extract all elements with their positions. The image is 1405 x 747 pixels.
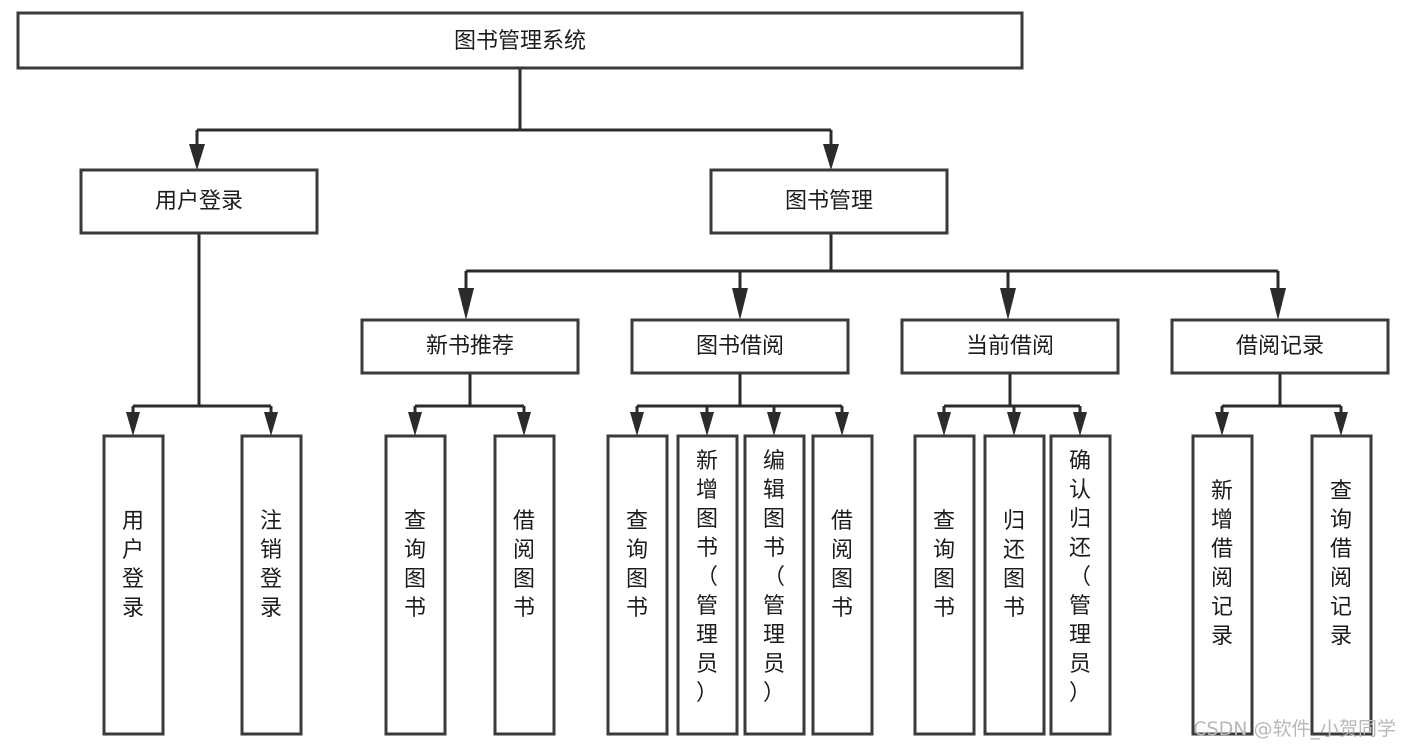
leaf-logout-login-label: 注销登录 (260, 509, 282, 621)
leaf-borrow-book-2-label: 借阅图书 (831, 509, 853, 621)
node-book-borrow-box[interactable] (630, 318, 850, 375)
leaf-return-book[interactable]: 归还图书 (983, 434, 1046, 736)
node-new-book-recommend-box[interactable] (360, 318, 580, 375)
node-borrow-record-label: 借阅记录 (1236, 334, 1324, 359)
leaf-confirm-return[interactable]: 确认归还（管理员） (1049, 434, 1112, 736)
node-current-borrow-label: 当前借阅 (966, 334, 1054, 359)
arrow-leaf-logout-login (264, 412, 278, 436)
arrow-leaf-borrow-book-2 (835, 412, 849, 436)
arrow-leaf-edit-book (767, 412, 781, 436)
leaf-return-book-box[interactable] (983, 434, 1046, 736)
leaf-borrow-book-1[interactable]: 借阅图书 (493, 434, 556, 736)
leaf-query-record-box[interactable] (1310, 434, 1373, 736)
node-book-manage-label: 图书管理 (785, 189, 873, 214)
leaf-add-record-label: 新增借阅记录 (1211, 479, 1233, 649)
leaf-query-book-3[interactable]: 查询图书 (913, 434, 976, 736)
node-root-box[interactable] (16, 11, 1024, 70)
leaf-query-book-2[interactable]: 查询图书 (606, 434, 669, 736)
node-book-borrow-label: 图书借阅 (696, 334, 784, 359)
arrow-leaf-query-book-1 (408, 412, 422, 436)
leaf-borrow-book-1-label: 借阅图书 (513, 509, 535, 621)
arrow-leaf-query-book-2 (630, 412, 644, 436)
node-borrow-record[interactable]: 借阅记录 (1170, 318, 1390, 375)
leaf-user-login-box[interactable] (102, 434, 165, 736)
leaf-logout-login-box[interactable] (240, 434, 303, 736)
node-root-label: 图书管理系统 (454, 29, 586, 54)
node-current-borrow[interactable]: 当前借阅 (900, 318, 1120, 375)
arrow-leaf-return-book (1007, 412, 1021, 436)
arrow-leaf-user-login (126, 412, 140, 436)
leaf-user-login-label: 用户登录 (122, 509, 144, 621)
leaf-query-record-label: 查询借阅记录 (1330, 479, 1352, 649)
arrow-to-current-borrow (1000, 288, 1016, 320)
leaf-borrow-book-1-box[interactable] (493, 434, 556, 736)
node-book-manage[interactable]: 图书管理 (709, 168, 949, 235)
node-borrow-record-box[interactable] (1170, 318, 1390, 375)
leaf-query-book-1-box[interactable] (384, 434, 447, 736)
connector-group (126, 68, 1348, 436)
leaf-query-record[interactable]: 查询借阅记录 (1310, 434, 1373, 736)
leaf-query-book-3-label: 查询图书 (933, 509, 955, 621)
leaf-add-record-box[interactable] (1191, 434, 1254, 736)
node-book-borrow[interactable]: 图书借阅 (630, 318, 850, 375)
leaf-query-book-3-box[interactable] (913, 434, 976, 736)
leaf-query-book-2-box[interactable] (606, 434, 669, 736)
arrow-leaf-add-record (1215, 412, 1229, 436)
leaf-user-login[interactable]: 用户登录 (102, 434, 165, 736)
node-user-login[interactable]: 用户登录 (79, 168, 319, 235)
node-user-login-label: 用户登录 (155, 189, 243, 214)
leaf-add-book[interactable]: 新增图书（管理员） (676, 434, 739, 736)
arrow-to-book-borrow (732, 288, 748, 320)
leaf-add-record[interactable]: 新增借阅记录 (1191, 434, 1254, 736)
node-book-manage-box[interactable] (709, 168, 949, 235)
node-new-book-recommend[interactable]: 新书推荐 (360, 318, 580, 375)
leaf-return-book-label: 归还图书 (1003, 509, 1025, 621)
leaf-query-book-2-label: 查询图书 (626, 509, 648, 621)
arrow-leaf-add-book (700, 412, 714, 436)
leaf-borrow-book-2[interactable]: 借阅图书 (811, 434, 874, 736)
leaf-add-book-box[interactable] (676, 434, 739, 736)
watermark-text: CSDN @软件_小贺同学 (1193, 718, 1396, 740)
leaf-confirm-return-label: 确认归还（管理员） (1069, 449, 1091, 706)
arrow-leaf-borrow-book-1 (517, 412, 531, 436)
arrow-leaf-query-book-3 (937, 412, 951, 436)
arrow-leaf-confirm-return (1073, 412, 1087, 436)
node-current-borrow-box[interactable] (900, 318, 1120, 375)
leaf-logout-login[interactable]: 注销登录 (240, 434, 303, 736)
node-new-book-recommend-label: 新书推荐 (426, 334, 514, 359)
arrow-to-book-manage (823, 144, 839, 170)
arrow-to-user-login (189, 144, 205, 170)
leaf-query-book-1[interactable]: 查询图书 (384, 434, 447, 736)
leaf-edit-book[interactable]: 编辑图书（管理员） (743, 434, 806, 736)
leaf-query-book-1-label: 查询图书 (404, 509, 426, 621)
node-user-login-box[interactable] (79, 168, 319, 235)
arrow-leaf-query-record (1334, 412, 1348, 436)
leaf-edit-book-label: 编辑图书（管理员） (763, 449, 785, 706)
arrow-to-borrow-record (1270, 288, 1286, 320)
arrow-to-new-book (458, 288, 474, 320)
leaf-confirm-return-box[interactable] (1049, 434, 1112, 736)
leaf-add-book-label: 新增图书（管理员） (696, 449, 718, 706)
node-root[interactable]: 图书管理系统 (16, 11, 1024, 70)
leaf-borrow-book-2-box[interactable] (811, 434, 874, 736)
leaf-edit-book-box[interactable] (743, 434, 806, 736)
